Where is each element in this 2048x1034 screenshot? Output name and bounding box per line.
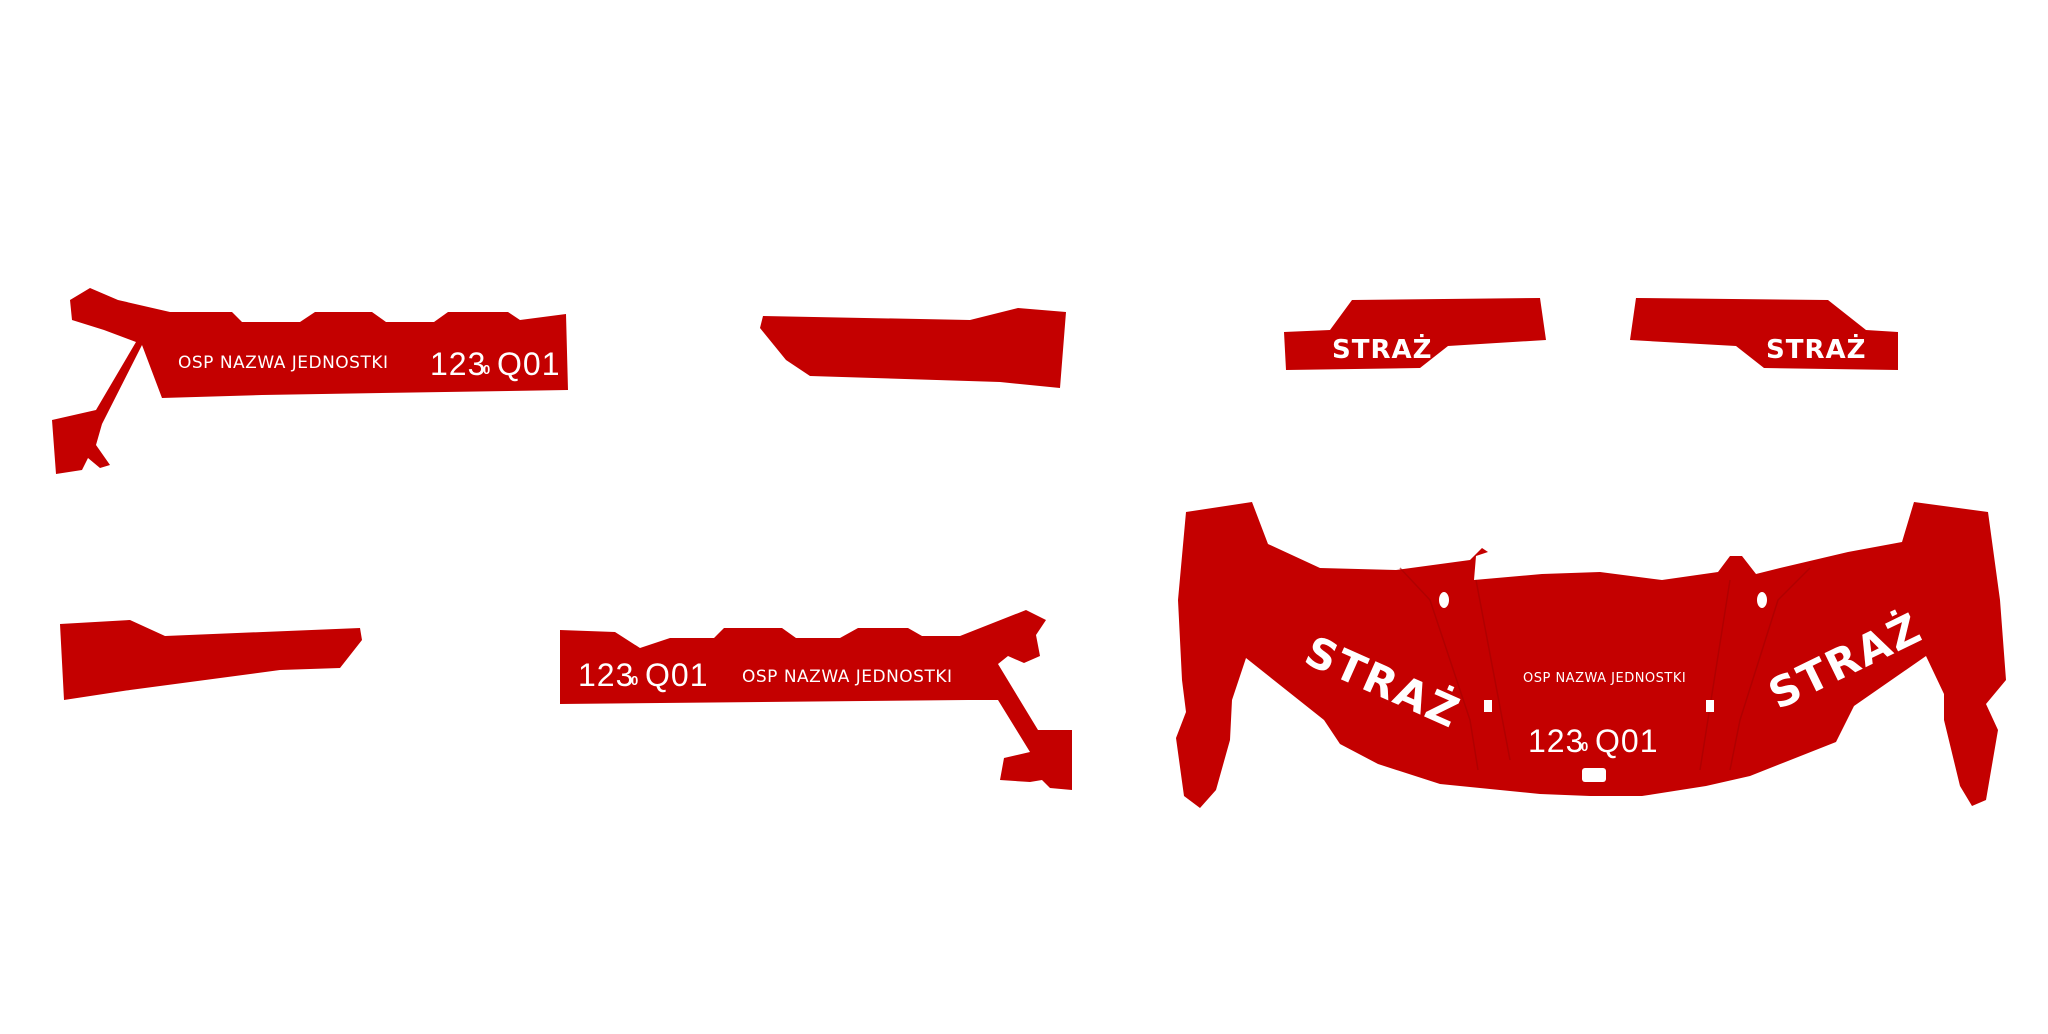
front-panel-seam-left (1399, 567, 1479, 771)
front-panel-hole-left (1439, 592, 1449, 608)
front-panel: STRAŻ STRAŻ OSP NAZWA JEDNOSTKI 123 0 Q0… (1176, 502, 2006, 808)
front-panel-number-mark: 0 (1581, 739, 1588, 754)
straz-strip-left: STRAŻ (1284, 298, 1546, 370)
front-panel-hole-bottom (1582, 768, 1606, 782)
left-side-rail-top: OSP NAZWA JEDNOSTKI 123 0 Q01 (52, 288, 568, 474)
straz-strip-left-label: STRAŻ (1332, 333, 1432, 365)
right-side-rail-bottom-unit-name: OSP NAZWA JEDNOSTKI (742, 667, 953, 687)
straz-strip-left-shape (1284, 298, 1546, 370)
left-side-rail-top-number-suffix: Q01 (497, 346, 560, 382)
front-panel-number-prefix: 123 (1528, 723, 1584, 759)
straz-strip-right: STRAŻ (1630, 298, 1898, 370)
straz-strip-right-label: STRAŻ (1766, 333, 1866, 365)
straz-strip-right-shape (1630, 298, 1898, 370)
left-side-rail-top-unit-name: OSP NAZWA JEDNOSTKI (178, 353, 389, 373)
front-panel-seam-center-left (1475, 579, 1511, 761)
front-panel-number-suffix: Q01 (1595, 723, 1658, 759)
front-panel-notch-left (1484, 700, 1492, 712)
side-wedge-top (760, 308, 1066, 388)
left-side-rail-top-shape (52, 288, 568, 474)
front-panel-notch-right (1706, 700, 1714, 712)
right-side-rail-bottom-number-prefix: 123 (578, 657, 634, 693)
right-side-rail-bottom-shape (560, 610, 1072, 790)
right-side-rail-bottom-number-suffix: Q01 (645, 657, 708, 693)
side-wedge-bottom-shape (60, 620, 362, 700)
left-side-rail-top-number-mark: 0 (483, 362, 490, 377)
front-panel-seam-center-right (1699, 579, 1731, 771)
right-side-rail-bottom-number-mark: 0 (631, 673, 638, 688)
side-wedge-top-shape (760, 308, 1066, 388)
side-wedge-bottom (60, 620, 362, 700)
front-panel-unit-name: OSP NAZWA JEDNOSTKI (1523, 671, 1686, 686)
front-panel-seam-right (1729, 567, 1811, 771)
right-side-rail-bottom: 123 0 Q01 OSP NAZWA JEDNOSTKI (560, 610, 1072, 790)
left-side-rail-top-number-prefix: 123 (430, 346, 486, 382)
front-panel-hole-right (1757, 592, 1767, 608)
